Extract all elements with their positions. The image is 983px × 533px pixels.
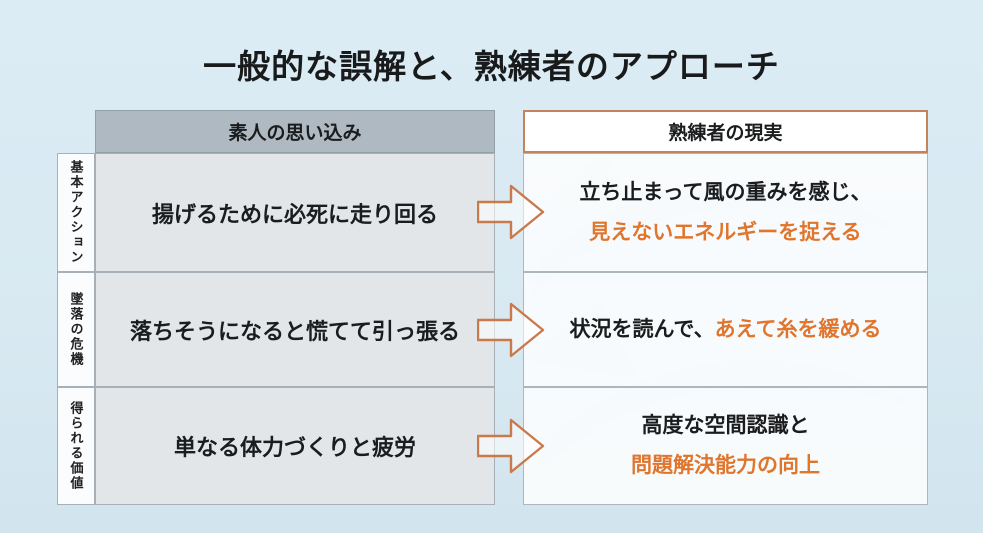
reality-text-orange: あえて糸を緩める	[714, 317, 882, 341]
row-label-text: 墜落の危機	[68, 292, 84, 367]
reality-text-black: 立ち止まって風の重みを感じ、	[579, 180, 872, 204]
reality-text-block: 状況を読んで、あえて糸を緩める	[569, 310, 881, 350]
row-label-crash-risk: 墜落の危機	[57, 272, 95, 387]
reality-text-orange: 問題解決能力の向上	[631, 454, 820, 477]
myth-cell-row3: 単なる体力づくりと疲労	[95, 387, 495, 505]
right-arrow-icon	[477, 418, 545, 474]
reality-text-black: 高度な空間認識と	[641, 414, 810, 438]
reality-text-block: 立ち止まって風の重みを感じ、 見えないエネルギーを捉える	[579, 173, 871, 253]
reality-text-black: 状況を読んで、	[569, 317, 715, 341]
column-header-reality-label: 熟練者の現実	[668, 123, 783, 144]
myth-text: 揚げるために必死に走り回る	[151, 201, 438, 227]
myth-cell-row2: 落ちそうになると慌てて引っ張る	[95, 272, 495, 387]
row-label-text: 基本アクション	[68, 160, 84, 265]
row-label-text: 得られる価値	[68, 401, 84, 491]
myth-text: 落ちそうになると慌てて引っ張る	[129, 318, 460, 344]
row-label-basic-action: 基本アクション	[57, 153, 95, 272]
myth-cell-row1: 揚げるために必死に走り回る	[95, 153, 495, 272]
column-header-myth: 素人の思い込み	[95, 110, 495, 153]
right-arrow-icon	[477, 302, 545, 358]
reality-cell-row1: 立ち止まって風の重みを感じ、 見えないエネルギーを捉える	[523, 153, 928, 272]
column-header-myth-label: 素人の思い込み	[228, 123, 362, 144]
reality-text-block: 高度な空間認識と 問題解決能力の向上	[631, 406, 820, 486]
right-arrow-icon	[477, 184, 545, 240]
reality-cell-row2: 状況を読んで、あえて糸を緩める	[523, 272, 928, 387]
reality-cell-row3: 高度な空間認識と 問題解決能力の向上	[523, 387, 928, 505]
page-title: 一般的な誤解と、熟練者のアプローチ	[203, 48, 780, 85]
reality-text-orange: 見えないエネルギーを捉える	[589, 220, 862, 244]
column-header-reality: 熟練者の現実	[523, 110, 928, 153]
myth-text: 単なる体力づくりと疲労	[173, 435, 416, 460]
row-label-gained-value: 得られる価値	[57, 387, 95, 505]
